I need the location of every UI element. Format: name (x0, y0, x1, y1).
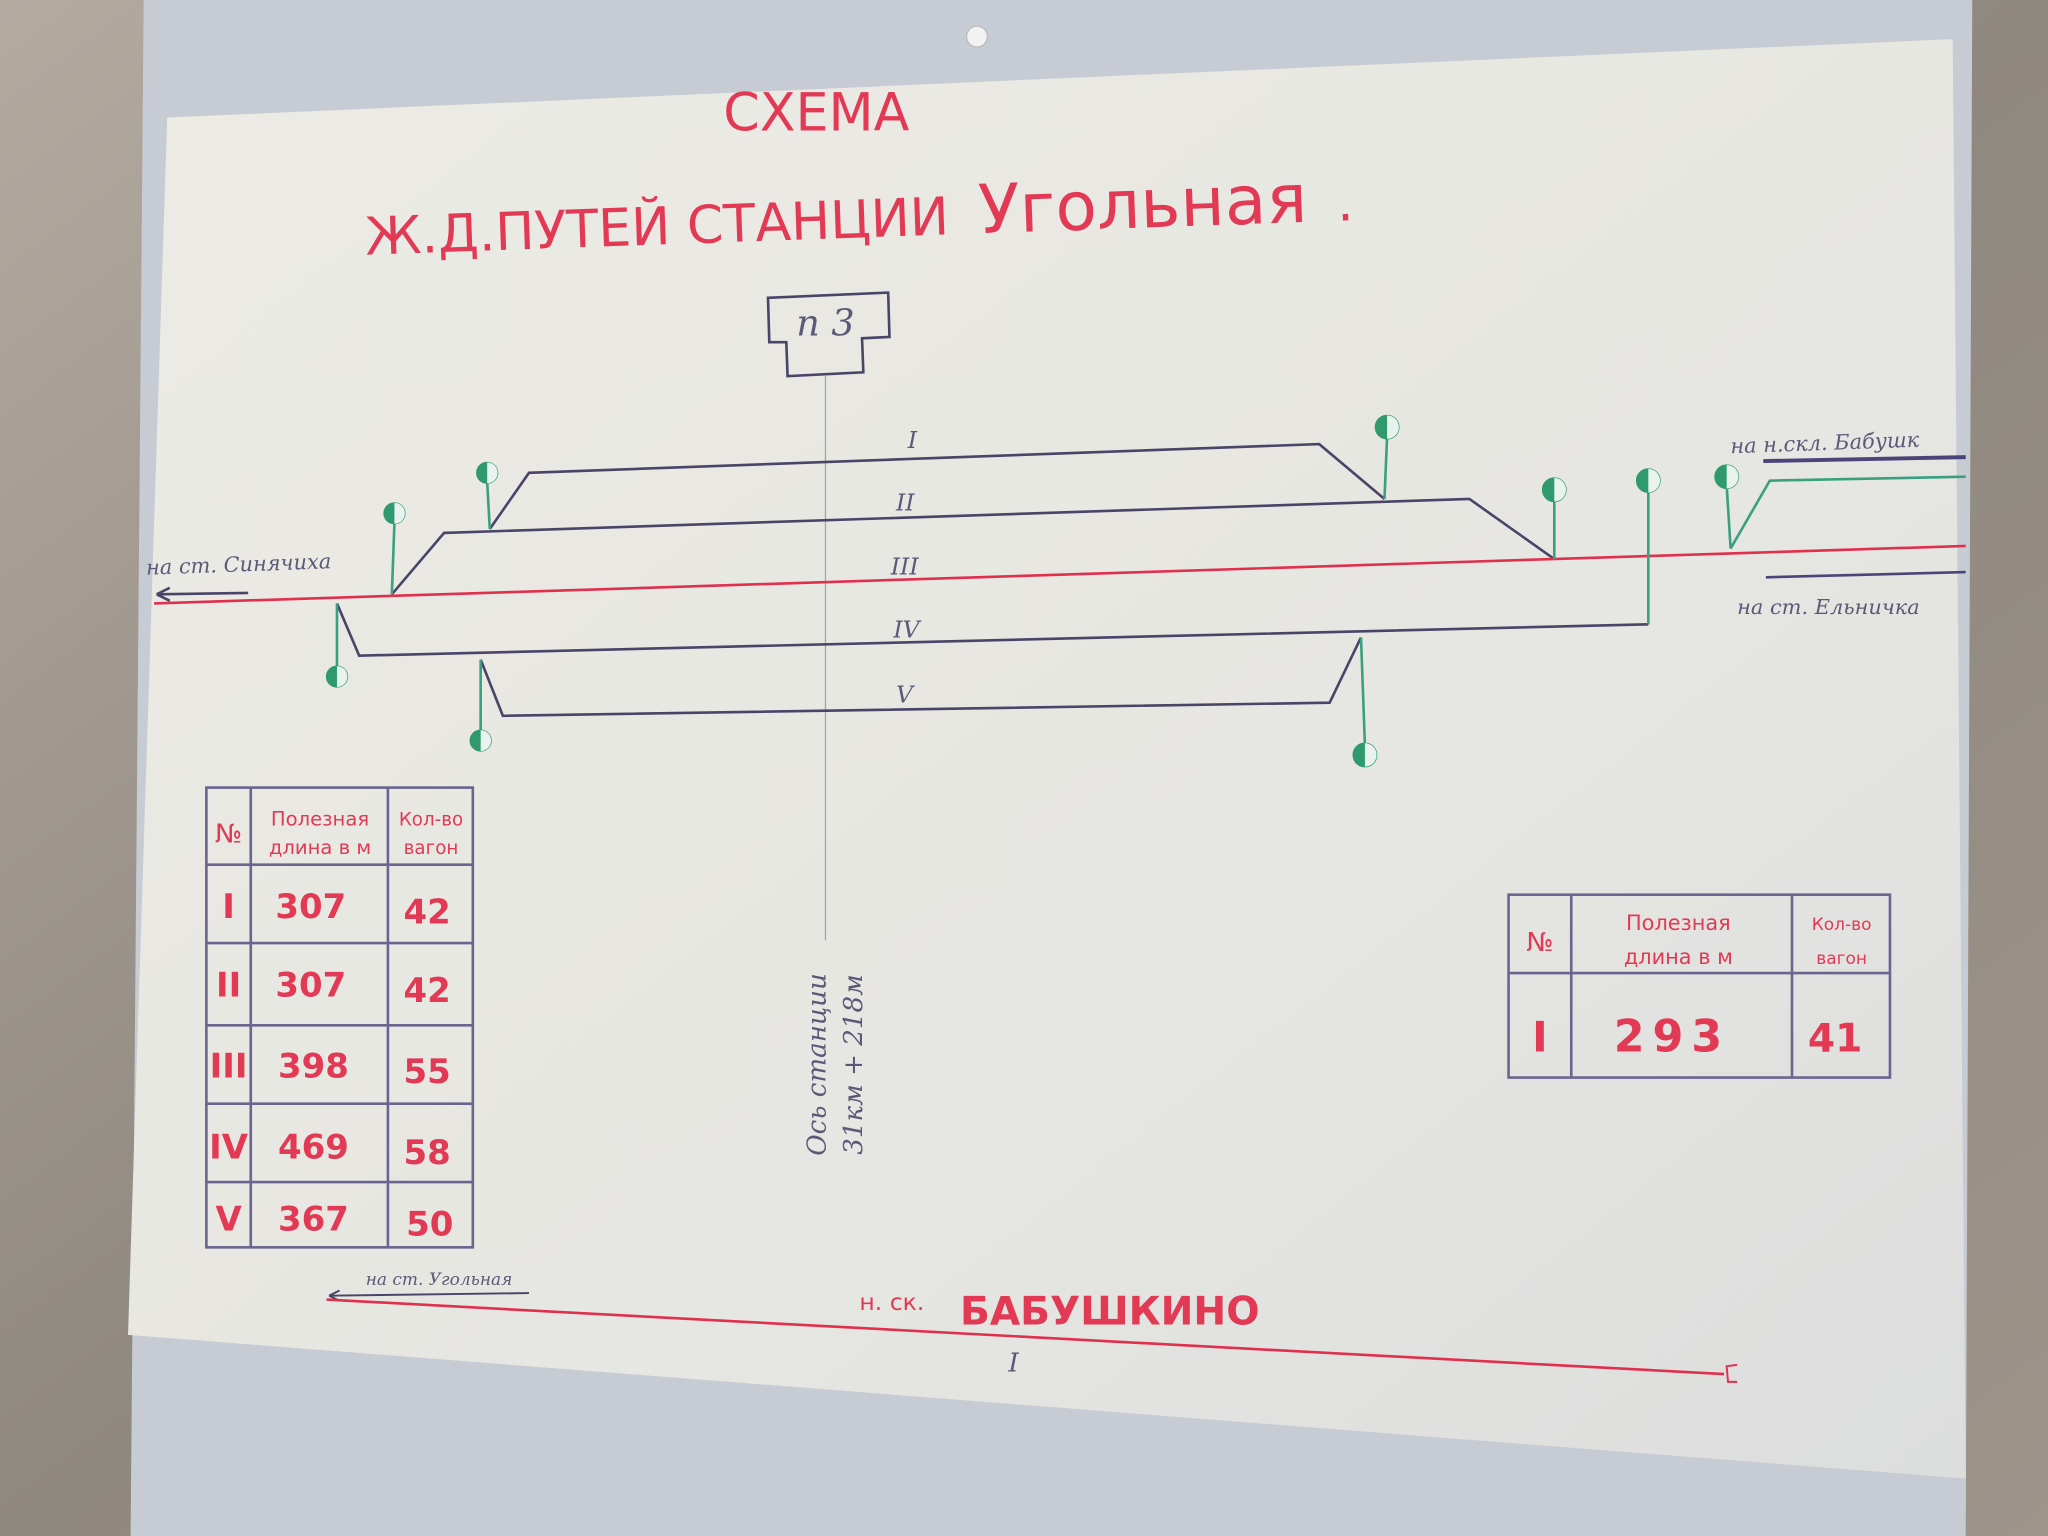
table-cell-wagons: 58 (403, 1133, 450, 1173)
table-cell-track: II (216, 966, 241, 1006)
track-V (479, 636, 1363, 718)
siding-header-length: длина в м (1624, 945, 1733, 969)
siding-header-wagons: вагон (1816, 949, 1867, 969)
table-cell-wagons: 50 (406, 1205, 453, 1245)
table-cell-length: 398 (278, 1047, 349, 1087)
track-IV (335, 602, 1649, 658)
track-I (488, 442, 1386, 530)
track-label-IV: IV (892, 615, 921, 643)
siding-table: № Полезная длина в м Кол-во вагон I 293 … (1507, 893, 1892, 1079)
signal-icon (1714, 464, 1740, 549)
siding-cell-wagons: 41 (1808, 1016, 1863, 1061)
siding-cell-track: I (1532, 1012, 1548, 1061)
track-III-main-line (154, 544, 1966, 605)
title-line1: СХЕМА (723, 84, 909, 144)
signal-icon (476, 461, 499, 530)
signal-icon (1541, 477, 1567, 560)
siding-header-number: № (1526, 928, 1553, 958)
table-header-length: длина в м (269, 836, 371, 859)
siding-header-length: Полезная (1626, 911, 1731, 935)
table-cell-wagons: 42 (403, 971, 450, 1011)
branch-babushkino-underline (1763, 455, 1966, 464)
siding-babushkino-line (326, 1298, 1725, 1376)
pin (965, 25, 989, 48)
main-track-table: № Полезная длина в м Кол-во вагон I 307 … (205, 786, 475, 1249)
siding-name: БАБУШКИНО (960, 1289, 1260, 1334)
signal-icon (325, 603, 349, 688)
arrow-left (156, 591, 249, 596)
table-cell-track: III (210, 1047, 248, 1087)
table-cell-length: 469 (278, 1128, 349, 1168)
table-cell-wagons: 55 (403, 1052, 450, 1092)
track-II (390, 497, 1556, 596)
branch-elnichka (1765, 570, 1966, 579)
signal-icon (1635, 468, 1661, 494)
arrow-bottom-left (329, 1292, 529, 1297)
axis-label-line1: Ось станции (802, 973, 832, 1156)
track-label-I: I (907, 426, 918, 454)
table-cell-length: 307 (275, 887, 346, 927)
siding-track-label: I (1007, 1348, 1019, 1378)
table-cell-length: 307 (275, 966, 346, 1006)
table-header-wagons: вагон (404, 838, 459, 859)
direction-right-bottom: на ст. Ельничка (1737, 595, 1920, 619)
table-cell-wagons: 42 (403, 892, 450, 932)
signal-icon (383, 502, 406, 595)
table-cell-track: I (222, 887, 235, 927)
post-box (766, 291, 891, 378)
signal-icon (1374, 414, 1400, 499)
table-header-number: № (215, 819, 242, 849)
siding-header-wagons: Кол-во (1812, 915, 1872, 935)
siding-prefix: н. ск. (859, 1288, 924, 1316)
table-cell-track: V (215, 1199, 242, 1239)
track-label-III: III (890, 553, 920, 581)
track-label-II: II (895, 489, 915, 517)
siding-end-stop (1725, 1363, 1738, 1383)
table-cell-track: IV (209, 1128, 249, 1168)
signal-icon (469, 659, 492, 752)
paper-sheet (128, 39, 1966, 1479)
track-label-V: V (896, 681, 915, 709)
arrow-left-head (156, 586, 171, 602)
branch-babushkino (1729, 475, 1966, 550)
table-header-length: Полезная (271, 807, 369, 830)
axis-label-line2: 31км + 218м (839, 974, 869, 1154)
direction-bottom-left: на ст. Угольная (366, 1270, 513, 1290)
table-header-wagons: Кол-во (399, 809, 463, 830)
table-cell-length: 367 (278, 1199, 349, 1239)
siding-cell-length: 293 (1614, 1011, 1730, 1062)
signal-icon (1352, 637, 1378, 768)
post-label: п 3 (796, 302, 854, 345)
signals (325, 414, 1740, 768)
